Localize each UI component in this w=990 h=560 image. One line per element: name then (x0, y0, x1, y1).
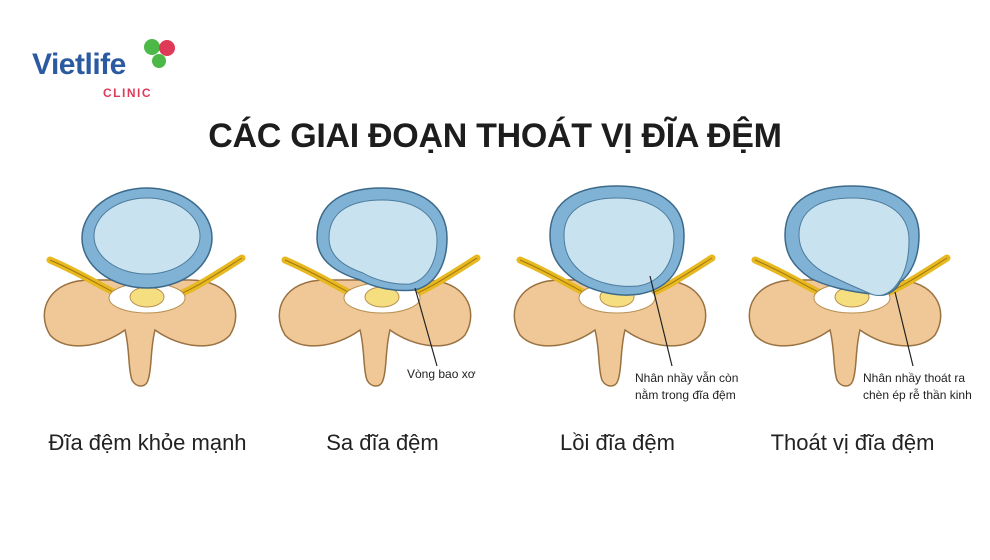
annotation-line: chèn ép rễ thần kinh (863, 388, 972, 402)
vietlife-logo: Vietlife CLINIC (30, 36, 180, 106)
vertebra-herniation-illustration (748, 185, 951, 387)
stage-bulge: Nhân nhầy vẫn còn nằm trong đĩa đệm Lồi … (500, 180, 738, 480)
stage-herniation: Nhân nhầy thoát ra chèn ép rễ thần kinh … (735, 180, 972, 480)
annotation-line: Nhân nhầy vẫn còn (635, 371, 739, 385)
stage-label: Sa đĩa đệm (326, 430, 439, 455)
stage-label: Lồi đĩa đệm (560, 430, 675, 455)
logo-wordmark: Vietlife (32, 48, 126, 81)
logo-subtitle: CLINIC (103, 86, 152, 100)
logo-dots-icon (144, 39, 175, 68)
stage-label: Thoát vị đĩa đệm (770, 430, 935, 455)
annotation-fibrous-ring: Vòng bao xơ (407, 367, 476, 381)
stage-healthy: Đĩa đệm khỏe mạnh (30, 180, 265, 480)
vertebra-prolapse-illustration (278, 187, 481, 387)
page-title: CÁC GIAI ĐOẠN THOÁT VỊ ĐĨA ĐỆM (208, 117, 782, 155)
annotation-nucleus-contained: Nhân nhầy vẫn còn nằm trong đĩa đệm (635, 370, 738, 404)
annotation-line: nằm trong đĩa đệm (635, 388, 736, 402)
stage-prolapse: Vòng bao xơ Sa đĩa đệm (265, 180, 500, 480)
stage-label: Đĩa đệm khỏe mạnh (48, 430, 247, 455)
annotation-line: Nhân nhầy thoát ra (863, 371, 966, 385)
annotation-nucleus-escaped: Nhân nhầy thoát ra chèn ép rễ thần kinh (863, 370, 972, 404)
vertebra-bulge-illustration (513, 185, 716, 387)
vertebra-healthy-illustration (43, 187, 246, 387)
